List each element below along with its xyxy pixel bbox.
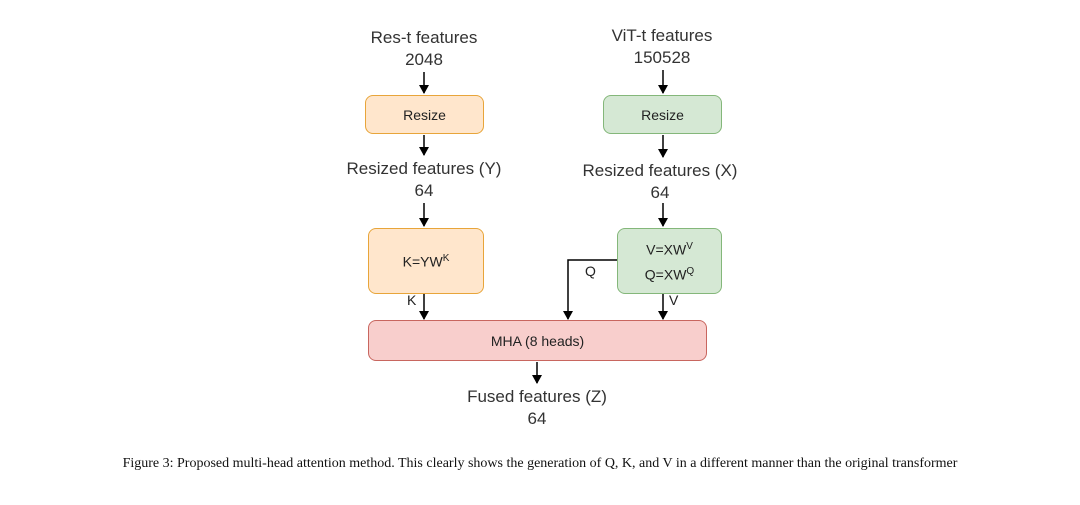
left-input-size: 2048 [405,50,443,69]
k-formula: K=YWK [403,253,450,270]
mha-box: MHA (8 heads) [368,320,707,361]
edge-label-v: V [669,292,679,308]
edge-label-k: K [407,292,417,308]
q-formula-base: Q=XW [644,266,687,283]
k-formula-sup: K [442,252,450,264]
vq-projection-box: V=XWV Q=XWQ [617,228,722,294]
v-formula-base: V=XW [646,242,687,258]
left-input-title: Res-t features [370,28,478,47]
left-resized-title: Resized features (Y) [346,159,502,178]
arrow-q-to-mha [563,259,617,320]
right-input-title: ViT-t features [611,26,713,45]
figure-caption: Figure 3: Proposed multi-head attention … [122,456,958,471]
right-input-size: 150528 [633,48,691,67]
k-projection-box: K=YWK [368,228,484,294]
q-formula-sup: Q [686,266,695,277]
right-resized-title: Resized features (X) [582,161,738,180]
left-resize-box: Resize [365,95,484,134]
v-formula: V=XWV [646,236,693,261]
k-formula-base: K=YW [402,253,443,270]
right-resize-box: Resize [603,95,722,134]
edge-label-q: Q [585,263,596,279]
output-size: 64 [527,409,547,428]
v-formula-sup: V [686,241,693,253]
q-formula: Q=XWQ [645,261,694,286]
left-resized-size: 64 [414,181,434,200]
right-resized-size: 64 [650,183,670,202]
output-title: Fused features (Z) [467,387,607,406]
